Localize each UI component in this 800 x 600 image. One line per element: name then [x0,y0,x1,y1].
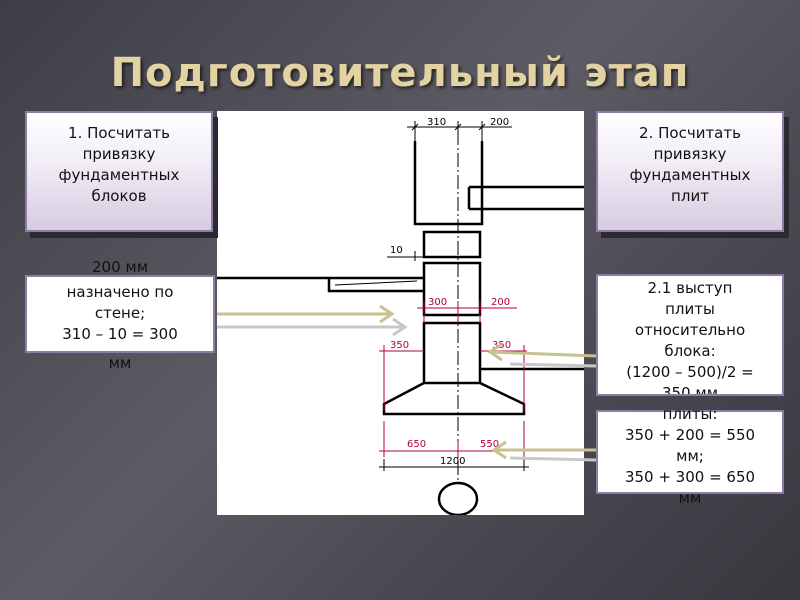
protrusion-dimension [379,345,527,411]
floor-slab-left [217,276,424,293]
wall-note-line-3: стене; [94,304,146,322]
dim-block-right: 200 [491,297,510,308]
slab-hatch [334,280,418,286]
step2-line-2: привязку [653,145,727,163]
binding-line-3: мм; [676,447,704,465]
step2-line-3: фундаментных [629,166,751,184]
dim-top-left: 310 [427,117,446,128]
offset-dimension [387,251,424,261]
protrusion-line-1: 2.1 выступ [647,279,733,297]
foundation-drawing-svg: 310 200 10 300 200 350 350 [217,117,584,515]
step2-line-4: плит [671,187,709,205]
dim-block-left: 300 [428,297,447,308]
protrusion-line-6: 350 мм [661,384,719,396]
upper-wall [413,141,484,226]
dim-offset: 10 [390,245,403,256]
arrow-protrusion-to-slab [487,342,597,362]
binding-line-5: мм [678,489,702,507]
wall-note-line-4: 310 – 10 = 300 [62,325,178,343]
wall-note-tail: мм [25,353,215,375]
binding-line-1: плиты: [662,405,718,423]
dim-slab-left: 650 [407,439,426,450]
wall-note-line-5: мм [108,354,132,372]
dim-protrusion-left: 350 [390,340,409,351]
step1-box: 1. Посчитать привязку фундаментных блоко… [25,111,213,232]
floor-slab-right [467,185,584,211]
axis-marker [437,481,479,515]
step1-line-4: блоков [91,187,147,205]
slide-title: Подготовительный этап [110,50,690,96]
block-3 [422,321,482,385]
wall-note-line-2: назначено по [66,283,174,301]
arrow-protrusion-to-slab-grey [509,362,597,368]
step2-box: 2. Посчитать привязку фундаментных плит [596,111,784,232]
block-2 [422,261,482,317]
structure-lines [217,141,584,515]
arrow-wall-to-block-grey [217,317,408,337]
total-dimension [379,459,529,471]
wall-note-heading: 200 мм [25,257,215,279]
foundation-slab [382,381,526,416]
dim-top-right: 200 [490,117,509,128]
arrow-wall-to-block [217,304,395,324]
step2-line-1: 2. Посчитать [639,124,741,142]
block-1 [422,230,482,259]
step1-line-3: фундаментных [58,166,180,184]
wall-note-line-1: 200 мм [91,258,149,276]
wall-note-box: назначено по стене; 310 – 10 = 300 [25,275,215,353]
slab-binding-box: плиты: 350 + 200 = 550 мм; 350 + 300 = 6… [596,405,784,507]
arrow-binding-to-slab-grey [509,456,597,462]
protrusion-line-3: относительно [634,321,746,339]
top-dimension [407,121,512,141]
dim-slab-total: 1200 [440,456,465,467]
protrusion-line-5: (1200 – 500)/2 = [626,363,754,381]
slab-protrusion-box: 2.1 выступ плиты относительно блока: (12… [596,274,784,396]
block-dimension [417,301,517,323]
binding-line-2: 350 + 200 = 550 [624,426,756,444]
step1-line-1: 1. Посчитать [68,124,170,142]
protrusion-line-2: плиты [665,300,715,318]
arrow-binding-to-slab [491,440,596,460]
binding-line-4: 350 + 300 = 650 [624,468,756,486]
protrusion-line-4: блока: [664,342,716,360]
step1-line-2: привязку [82,145,156,163]
dim-slab-right: 550 [480,439,499,450]
